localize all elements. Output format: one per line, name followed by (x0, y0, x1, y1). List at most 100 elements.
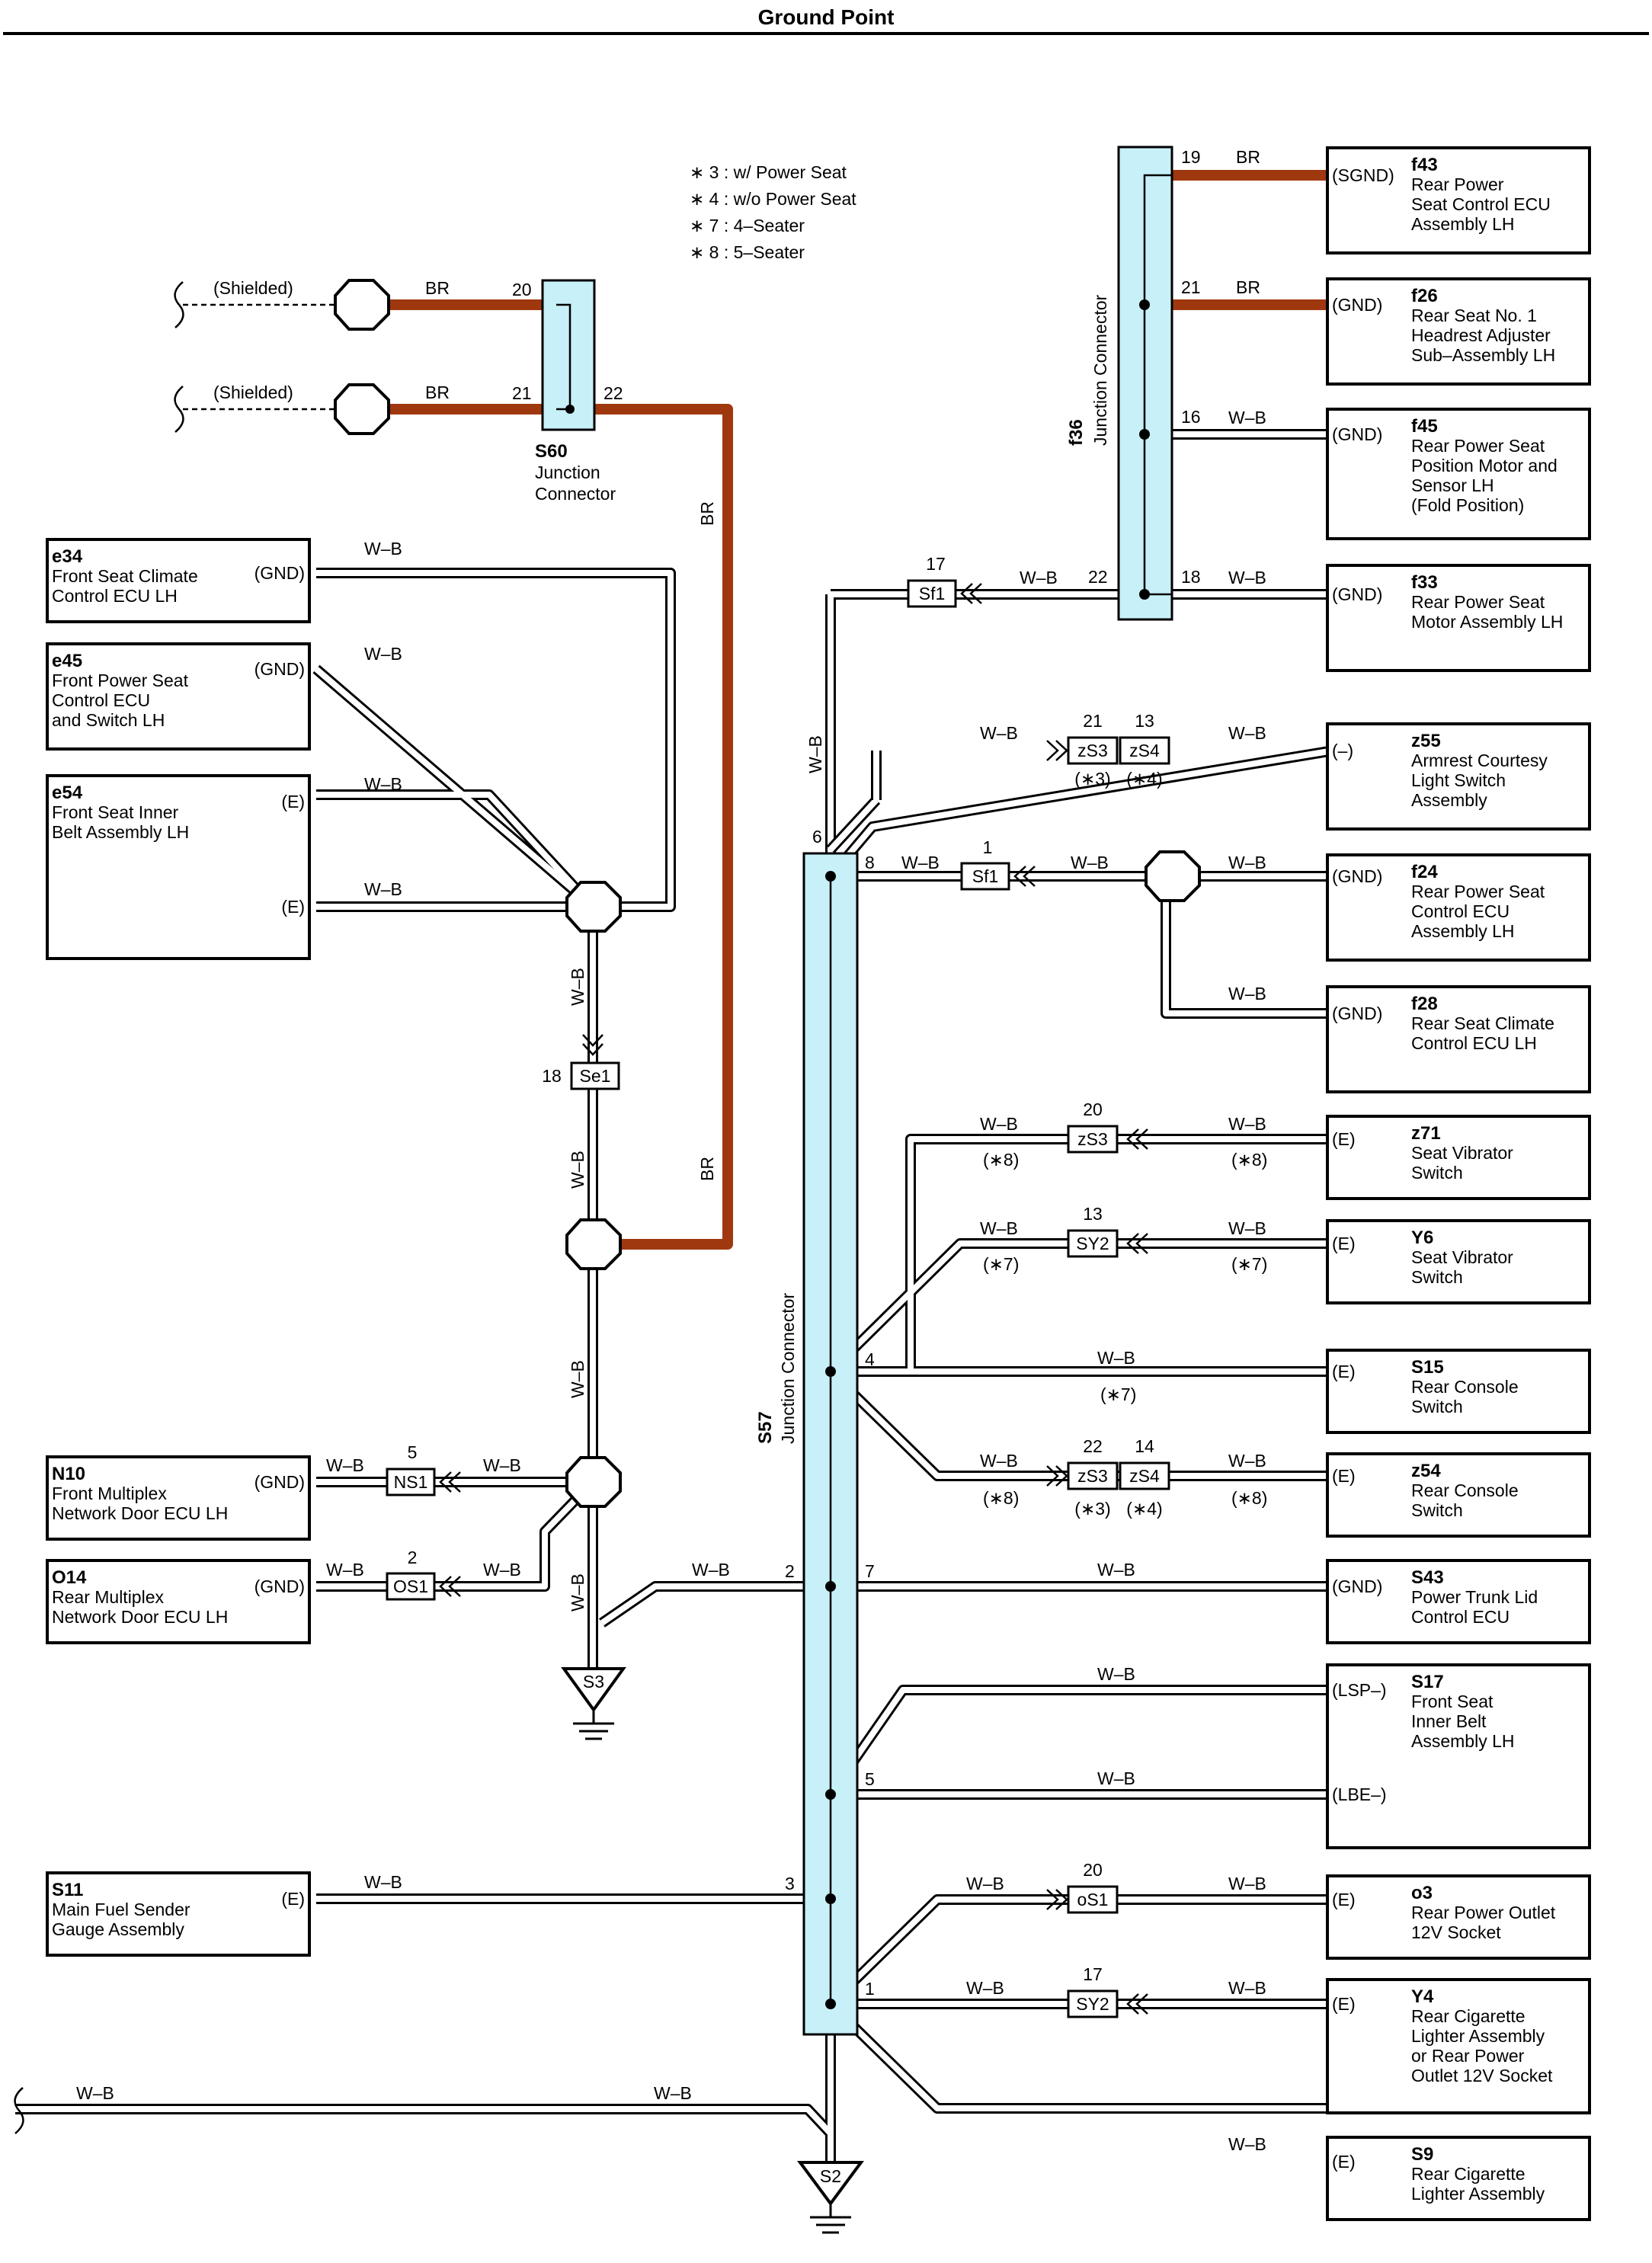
component-line: Front Multiplex (52, 1484, 167, 1503)
component-code: f43 (1411, 155, 1438, 175)
component-line: Control ECU LH (52, 586, 178, 606)
component-pin: (E) (281, 1889, 305, 1909)
zs4-c-pin: 14 (1135, 1436, 1154, 1456)
f36-pin-22: 22 (1088, 567, 1108, 587)
component-line: Sensor LH (1411, 475, 1494, 495)
s60-pin-20: 20 (512, 280, 532, 299)
component-line: Seat Vibrator (1411, 1247, 1513, 1267)
component-line: or Rear Power (1411, 2046, 1525, 2066)
component-line: Outlet 12V Socket (1411, 2066, 1553, 2085)
component-pin: (E) (1332, 2152, 1356, 2172)
component-code: z54 (1411, 1461, 1441, 1481)
lbl-br-4: BR (697, 1157, 717, 1181)
component-code: f28 (1411, 994, 1438, 1014)
component-code: z71 (1411, 1123, 1441, 1144)
component-code: f33 (1411, 572, 1438, 593)
sy2-a-name: SY2 (1076, 1234, 1109, 1253)
component-line: Rear Power (1411, 174, 1504, 194)
sy2-a-pin: 13 (1083, 1204, 1103, 1224)
component-line: 12V Socket (1411, 1922, 1501, 1942)
lbl-wb-v1: W–B (568, 968, 587, 1006)
s57-pin-8: 8 (865, 853, 875, 872)
zs3-a-note: (∗3) (1074, 769, 1110, 789)
se1-name: Se1 (580, 1066, 611, 1086)
note-3: ∗ 3 : w/ Power Seat (690, 162, 847, 182)
lbl-wb-e54a: W–B (364, 774, 402, 794)
sy2-b-name: SY2 (1076, 1994, 1109, 2014)
component-pin: (GND) (255, 659, 305, 679)
lbl-wb-o3b: W–B (1228, 1874, 1266, 1893)
lbl-wb-f33: W–B (1228, 568, 1266, 587)
component-line: Gauge Assembly (52, 1919, 184, 1939)
component-pin: (E) (281, 792, 305, 811)
zs3-b-name: zS3 (1077, 1129, 1108, 1149)
sf1-b-pin: 1 (983, 837, 993, 857)
component-code: Y6 (1411, 1228, 1433, 1248)
component-line: Rear Cigarette (1411, 2006, 1526, 2026)
inline-connectors: Sf1 17 zS3 zS4 21 13 (∗3) (∗4) Sf1 1 Se1… (386, 554, 1170, 2018)
f36-pin-21: 21 (1181, 277, 1201, 297)
sf1-a-name: Sf1 (919, 584, 946, 603)
lbl-wb-sf1a: W–B (1020, 568, 1058, 587)
os1-cap-pin: 2 (408, 1548, 418, 1567)
component-line: Rear Multiplex (52, 1587, 164, 1607)
component-line: Front Power Seat (52, 671, 189, 690)
lbl-wb-o14: W–B (326, 1560, 364, 1580)
component-pin: (GND) (1332, 866, 1382, 886)
notes-legend: ∗ 3 : w/ Power Seat ∗ 4 : w/o Power Seat… (690, 162, 856, 262)
zs3-b-pin: 20 (1083, 1099, 1103, 1119)
component-line: Network Door ECU LH (52, 1607, 228, 1627)
os1-low-name: oS1 (1077, 1890, 1109, 1909)
ground-s3: S3 (561, 1667, 626, 1740)
lbl-wb-f45: W–B (1228, 408, 1266, 427)
component-line: Front Seat Inner (52, 802, 179, 822)
shielded-leads: (Shielded) (Shielded) (14, 278, 335, 2134)
component-line: Rear Seat No. 1 (1411, 306, 1537, 325)
component-pin: (E) (1332, 1129, 1356, 1149)
s57-pin-3: 3 (785, 1874, 795, 1893)
lbl-wb-bottom-2: W–B (654, 2083, 692, 2103)
lbl-wb-o3a: W–B (966, 1874, 1004, 1893)
s57-pin-1: 1 (865, 1979, 875, 1999)
component-line: Rear Power Seat (1411, 592, 1545, 612)
lbl-wb-e34: W–B (364, 539, 402, 559)
lbl-wb-z54a: W–B (980, 1451, 1018, 1471)
s57-pin-6: 6 (812, 827, 822, 847)
se1-pin: 18 (542, 1066, 562, 1086)
component-line: Rear Cigarette (1411, 2164, 1526, 2184)
component-pin: (E) (1332, 1994, 1356, 2014)
lbl-wb-y6a: W–B (980, 1218, 1018, 1238)
component-line: Control ECU (1411, 1607, 1510, 1627)
component-line: Lighter Assembly (1411, 2026, 1545, 2046)
lbl-wb-pin8: W–B (901, 853, 940, 872)
component-code: N10 (52, 1464, 85, 1484)
lbl-br-5: BR (1236, 147, 1260, 167)
component-code: O14 (52, 1567, 87, 1588)
lbl-wb-sf1b: W–B (1071, 853, 1109, 872)
shielded-label-2: (Shielded) (213, 383, 293, 402)
note-7: ∗ 7 : 4–Seater (690, 216, 805, 235)
lbl-wb-s15: W–B (1097, 1348, 1135, 1368)
component-pin: (E) (1332, 1890, 1356, 1909)
splices (334, 279, 1201, 1508)
component-line: Assembly LH (1411, 921, 1514, 941)
component-line: Network Door ECU LH (52, 1503, 228, 1523)
s60-pin-21: 21 (512, 383, 532, 403)
component-line: Position Motor and (1411, 456, 1558, 475)
zs4-c-name: zS4 (1129, 1466, 1160, 1486)
lbl-wb-pin6: W–B (805, 735, 825, 773)
component-pin: (GND) (255, 1576, 305, 1596)
lbl-wb-s17b: W–B (1097, 1768, 1135, 1788)
note-8: ∗ 8 : 5–Seater (690, 242, 805, 262)
